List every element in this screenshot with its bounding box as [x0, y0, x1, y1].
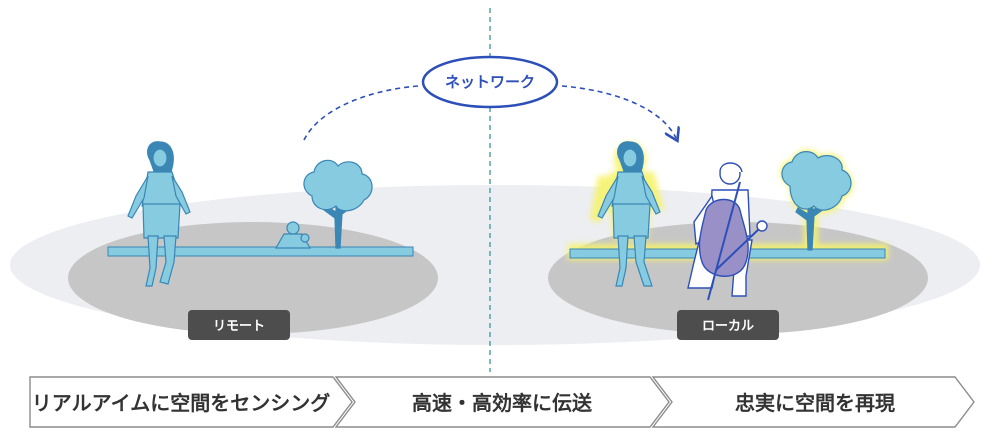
step-transmission: 高速・高効率に伝送	[336, 377, 669, 427]
local-tag: ローカル	[677, 310, 779, 340]
step-sensing: リアルアイムに空間をセンシング	[30, 377, 352, 427]
process-steps: リアルアイムに空間をセンシング 高速・高効率に伝送 忠実に空間を再現	[30, 377, 974, 427]
step-reproduction-label: 忠実に空間を再現	[735, 391, 895, 415]
network-arrow-right	[562, 86, 676, 138]
step-sensing-label: リアルアイムに空間をセンシング	[32, 391, 330, 415]
network-bubble: ネットワーク	[423, 57, 557, 107]
remote-scene: リモート	[68, 142, 438, 340]
local-tag-label: ローカル	[702, 319, 754, 334]
network-arrow-left	[304, 86, 418, 140]
step-transmission-label: 高速・高効率に伝送	[412, 391, 593, 415]
remote-tag: リモート	[188, 310, 290, 340]
step-reproduction: 忠実に空間を再現	[653, 377, 974, 427]
local-scene: ローカル	[548, 142, 928, 340]
remote-tag-label: リモート	[213, 319, 265, 334]
network-label: ネットワーク	[445, 73, 535, 91]
